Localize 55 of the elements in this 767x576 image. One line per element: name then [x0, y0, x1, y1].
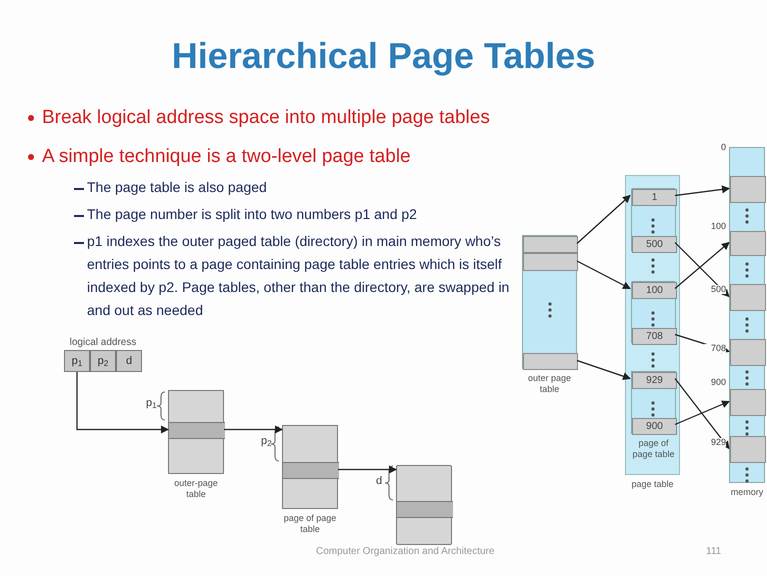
bullet-text: A simple technique is a two-level page table: [42, 145, 411, 169]
arrow: [576, 260, 631, 290]
sub-bullet-text: The page number is split into two numbers p1 and p2: [87, 205, 417, 224]
table-caption: page of page table: [631, 437, 676, 460]
sub-bullet-text: p1 indexes the outer paged table (directory) in main memory who’s entries points to a page containing page table entries which is itself indexed by p2. Page tables, other than the directory, are swapped in and out as needed: [87, 232, 510, 320]
table-entry: [523, 253, 578, 271]
table-entry: [730, 176, 766, 203]
offset-label: p$_{1}$: [146, 398, 157, 409]
table-entry: [730, 284, 766, 311]
register-title: logical address: [70, 337, 136, 350]
table-entry: 900: [632, 418, 677, 435]
arrow: [338, 466, 397, 474]
page-number: 111: [706, 547, 722, 557]
table-block: [396, 465, 452, 545]
address-number: 708: [704, 344, 726, 353]
page-block: [631, 281, 676, 344]
table-entry: [523, 353, 578, 370]
arrow: [224, 426, 283, 434]
table-caption: memory: [730, 486, 764, 498]
table-entry: [730, 339, 766, 366]
offset-label: d: [376, 476, 382, 487]
table-entry: [397, 501, 453, 518]
arrow: [674, 378, 730, 450]
table-entry: [169, 422, 225, 439]
table-caption: page of page table: [282, 512, 338, 535]
address-field: d: [116, 350, 142, 372]
arrow: [76, 372, 169, 434]
arrow: [674, 334, 730, 354]
table-entry: [730, 389, 766, 416]
address-field: p$_{1}$: [64, 350, 90, 372]
table-entry: 929: [632, 372, 677, 389]
sub-bullet-text: The page table is also paged: [87, 178, 267, 197]
page-block: [631, 188, 676, 252]
arrow: [674, 242, 730, 289]
bullet-text: Break logical address space into multiple page tables: [42, 106, 490, 130]
table-entry: 708: [632, 328, 677, 345]
footer-text: Computer Organization and Architecture: [316, 547, 494, 557]
address-field: p$_{2}$: [90, 350, 116, 372]
slide-title: Hierarchical Page Tables: [170, 38, 596, 74]
table-entry: [730, 436, 766, 463]
table-entry: 100: [632, 282, 677, 299]
table-entry: 500: [632, 236, 677, 253]
arrow: [674, 242, 730, 298]
table-entry: [283, 462, 339, 479]
table-entry: 1: [632, 189, 677, 206]
table-entry: [730, 231, 766, 256]
arrow: [674, 185, 730, 196]
table-entry: [523, 236, 578, 253]
table-caption: page table: [630, 478, 675, 490]
table-caption: outer-page table: [173, 477, 219, 500]
table-caption: outer page table: [526, 372, 572, 395]
arrow: [576, 360, 631, 380]
arrow: [674, 400, 730, 426]
arrow: [576, 194, 631, 244]
offset-label: p$_{2}$: [261, 436, 272, 447]
